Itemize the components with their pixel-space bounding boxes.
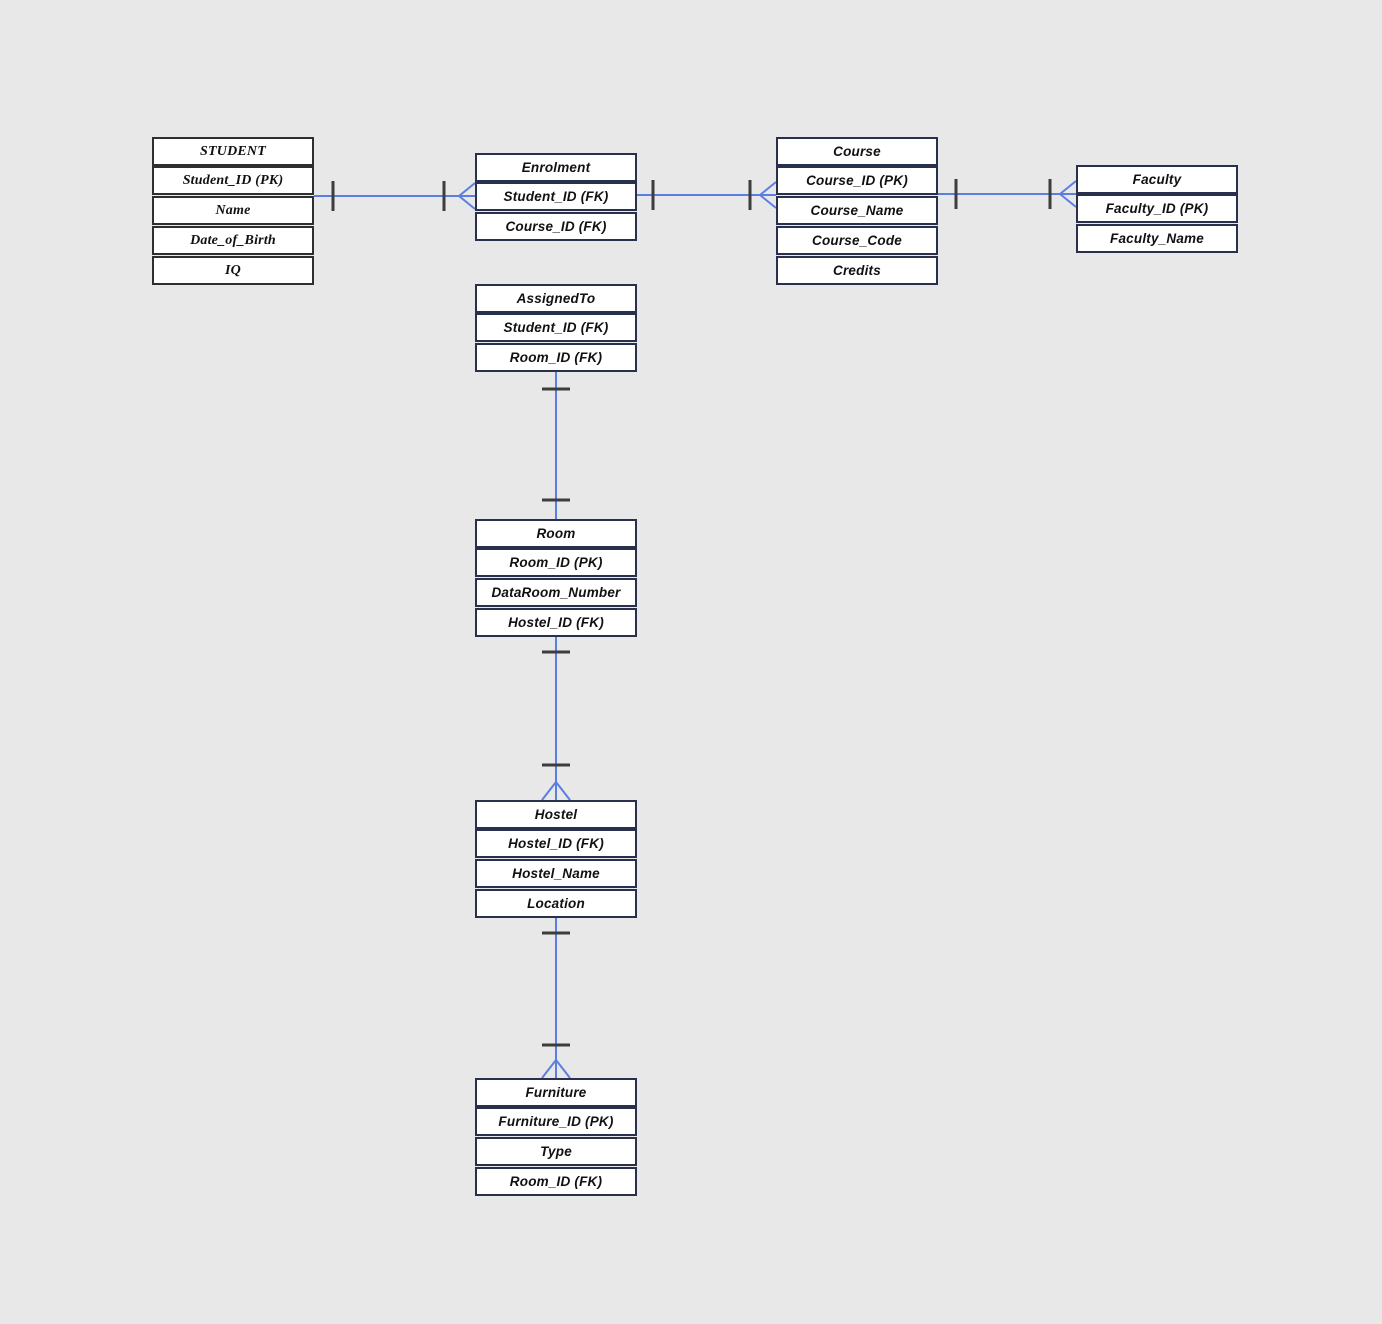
entity-student-title: STUDENT: [152, 137, 314, 166]
entity-attribute-row: Course_Code: [776, 226, 938, 255]
entity-attribute-row: Furniture_ID (PK): [475, 1107, 637, 1136]
entity-attribute-row: Type: [475, 1137, 637, 1166]
entity-enrolment-title: Enrolment: [475, 153, 637, 182]
entity-furniture-title: Furniture: [475, 1078, 637, 1107]
entity-attribute-row: Room_ID (PK): [475, 548, 637, 577]
entity-room-title: Room: [475, 519, 637, 548]
connector-room-hostel: [541, 636, 571, 801]
entity-attribute-row: Student_ID (PK): [152, 166, 314, 195]
crow-foot-many-marker: [458, 182, 476, 210]
connector-student-enrolment: [314, 181, 476, 211]
entity-assignedto: AssignedTo Student_ID (FK)Room_ID (FK): [475, 284, 637, 372]
crow-foot-many-marker: [541, 781, 571, 801]
entity-attribute-row: Course_ID (PK): [776, 166, 938, 195]
entity-course-title: Course: [776, 137, 938, 166]
connector-enrolment-course: [637, 180, 777, 210]
entity-attribute-row: Room_ID (FK): [475, 1167, 637, 1196]
entity-attribute-row: Hostel_ID (FK): [475, 608, 637, 637]
entity-attribute-row: Credits: [776, 256, 938, 285]
entity-faculty: Faculty Faculty_ID (PK)Faculty_Name: [1076, 165, 1238, 253]
entity-attribute-row: DataRoom_Number: [475, 578, 637, 607]
crow-foot-many-marker: [541, 1059, 571, 1079]
entity-attribute-row: Room_ID (FK): [475, 343, 637, 372]
entity-hostel-title: Hostel: [475, 800, 637, 829]
entity-attribute-row: Student_ID (FK): [475, 313, 637, 342]
entity-attribute-row: Course_ID (FK): [475, 212, 637, 241]
connector-hostel-furniture: [541, 917, 571, 1079]
entity-assignedto-attributes: Student_ID (FK)Room_ID (FK): [475, 313, 637, 372]
entity-attribute-row: Course_Name: [776, 196, 938, 225]
entity-attribute-row: Name: [152, 196, 314, 225]
entity-attribute-row: Student_ID (FK): [475, 182, 637, 211]
crow-foot-many-marker: [759, 181, 777, 209]
entity-attribute-row: Faculty_ID (PK): [1076, 194, 1238, 223]
connector-assignedto-room: [542, 371, 570, 520]
entity-attribute-row: Faculty_Name: [1076, 224, 1238, 253]
entity-attribute-row: Date_of_Birth: [152, 226, 314, 255]
entity-enrolment: Enrolment Student_ID (FK)Course_ID (FK): [475, 153, 637, 241]
entity-faculty-attributes: Faculty_ID (PK)Faculty_Name: [1076, 194, 1238, 253]
entity-enrolment-attributes: Student_ID (FK)Course_ID (FK): [475, 182, 637, 241]
entity-assignedto-title: AssignedTo: [475, 284, 637, 313]
entity-attribute-row: IQ: [152, 256, 314, 285]
entity-attribute-row: Hostel_Name: [475, 859, 637, 888]
entity-attribute-row: Hostel_ID (FK): [475, 829, 637, 858]
entity-faculty-title: Faculty: [1076, 165, 1238, 194]
connector-course-faculty: [938, 179, 1077, 209]
crow-foot-many-marker: [1059, 180, 1077, 208]
entity-attribute-row: Location: [475, 889, 637, 918]
